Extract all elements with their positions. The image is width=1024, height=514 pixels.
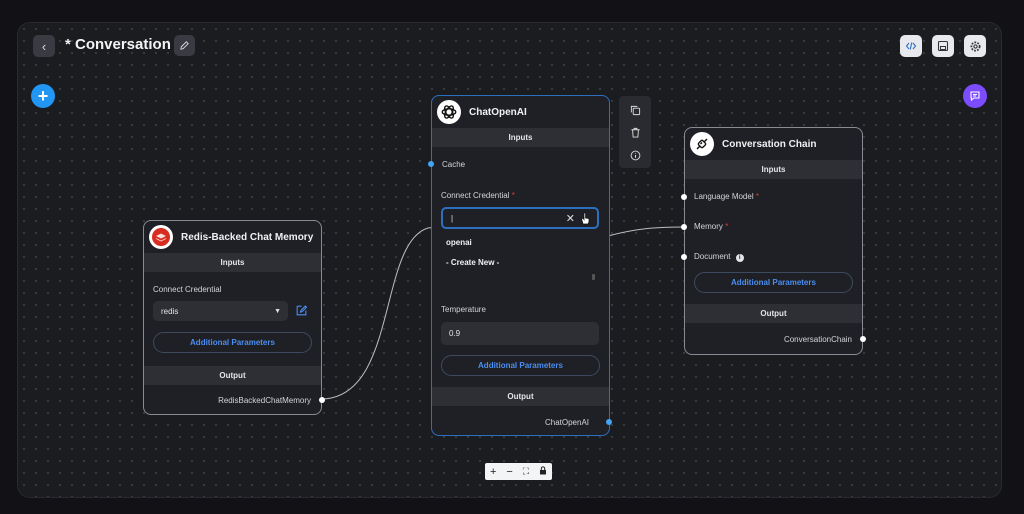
zoom-out-icon[interactable]: − [506,465,513,478]
save-icon [937,40,949,52]
credential-select[interactable]: redis ▼ [153,301,288,321]
inputs-section-header: Inputs [685,160,862,179]
dropdown-option-create-new[interactable]: - Create New - [446,258,500,267]
plus-icon: + [37,86,49,106]
credential-input-value: | [451,213,454,223]
required-marker: * [725,222,729,231]
caret-down-icon: ▼ [274,307,281,315]
header-bar: ‹ * Conversation [18,23,1001,71]
credential-input[interactable]: | ✕ [441,207,599,229]
output-handle[interactable] [860,336,866,342]
cache-label: Cache [442,160,466,169]
additional-parameters-button[interactable]: Additional Parameters [694,272,853,293]
add-node-button[interactable]: + [31,84,55,108]
additional-parameters-button[interactable]: Additional Parameters [153,332,312,353]
page-title: * Conversation [65,36,171,53]
memory-label-text: Memory [694,222,723,231]
node-header: Conversation Chain [685,128,862,160]
edit-credential-button[interactable] [295,304,308,322]
openai-logo-icon [437,100,461,124]
info-icon [630,150,640,160]
save-button[interactable] [932,35,954,57]
document-label: Document i [694,252,744,262]
zoom-in-icon[interactable]: + [489,465,497,478]
document-label-text: Document [694,252,731,261]
chain-logo-icon [690,132,714,156]
info-button[interactable] [628,148,642,162]
conversation-chain-node[interactable]: Conversation Chain Inputs Language Model… [681,127,866,355]
node-toolbar [619,96,651,168]
pointer-cursor-icon [580,212,591,227]
node-header: Redis-Backed Chat Memory [144,221,321,253]
duplicate-button[interactable] [628,103,642,117]
dropdown-option-openai[interactable]: openai [446,238,472,247]
node-title: Conversation Chain [722,138,817,150]
language-model-label-text: Language Model [694,192,754,201]
copy-icon [630,105,640,115]
output-name: ChatOpenAI [544,418,589,427]
output-handle[interactable] [319,397,325,403]
language-model-handle[interactable] [681,194,687,200]
inputs-section-header: Inputs [432,128,609,147]
memory-handle[interactable] [681,224,687,230]
credential-label: Connect Credential * [441,191,515,200]
temperature-label: Temperature [441,305,486,314]
language-model-label: Language Model * [694,192,759,201]
memory-label: Memory * [694,222,728,231]
output-name: RedisBackedChatMemory [218,396,311,405]
gear-icon [970,41,980,51]
chevron-left-icon: ‹ [41,38,47,54]
output-section-header: Output [144,366,321,385]
output-name: ConversationChain [783,335,852,344]
node-title: Redis-Backed Chat Memory [181,231,314,243]
info-icon[interactable]: i [735,254,744,262]
zoom-controls: + − ⛶ [485,463,552,480]
settings-button[interactable] [964,35,986,57]
dropdown-scrollbar[interactable] [592,274,595,280]
app-window: ‹ * Conversation + Redis-Backed Chat Mem… [18,23,1001,497]
fit-view-icon[interactable]: ⛶ [522,466,530,476]
redis-logo-icon [149,225,173,249]
code-icon [905,42,917,50]
temperature-input[interactable]: 0.9 [441,322,599,345]
inputs-section-header: Inputs [144,253,321,272]
additional-parameters-button[interactable]: Additional Parameters [441,355,600,376]
node-header: ChatOpenAI [432,96,609,128]
credential-label-text: Connect Credential [441,191,510,200]
chat-button[interactable] [963,84,987,108]
node-title: ChatOpenAI [469,106,527,118]
output-handle[interactable] [606,419,612,425]
chat-icon [970,91,980,102]
output-section-header: Output [432,387,609,406]
pencil-icon [180,41,189,50]
edit-title-button[interactable] [174,35,195,56]
required-marker: * [511,191,515,200]
output-section-header: Output [685,304,862,323]
close-icon[interactable]: ✕ [565,212,575,225]
delete-button[interactable] [628,125,642,139]
credential-dropdown: openai - Create New - [442,230,600,282]
view-code-button[interactable] [900,35,922,57]
lock-icon[interactable] [539,465,547,478]
cache-handle[interactable] [428,161,434,167]
redis-memory-node[interactable]: Redis-Backed Chat Memory Inputs Connect … [143,220,325,415]
credential-label: Connect Credential [153,285,222,294]
edit-icon [296,305,308,316]
credential-value: redis [161,306,179,316]
document-handle[interactable] [681,254,687,260]
back-button[interactable]: ‹ [33,35,55,57]
required-marker: * [755,192,759,201]
trash-icon [630,127,640,138]
